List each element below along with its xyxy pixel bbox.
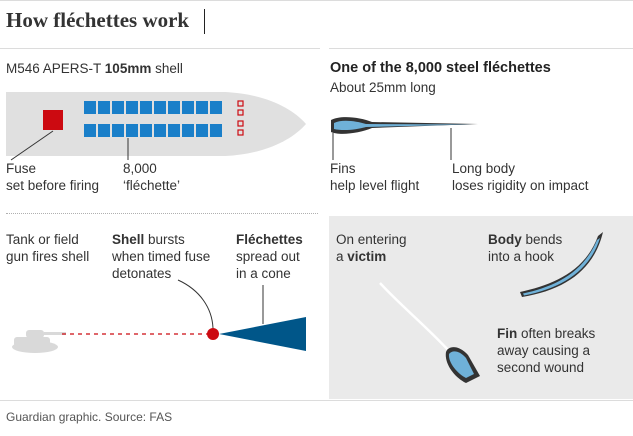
fin-breaks-label: Fin often breaks away causing a second w… [497, 326, 596, 375]
impact-panel [329, 216, 633, 399]
section-rule-right [329, 48, 633, 49]
shell-type-label: M546 APERS-T 105mm shell [6, 61, 183, 76]
body-bends-label: Body bends into a hook [488, 232, 563, 264]
shell-pointer [177, 279, 214, 329]
entering-victim-label: On entering a victim [336, 232, 407, 264]
footer-rule [0, 400, 633, 401]
burst-point [207, 328, 219, 340]
tank-icon [12, 330, 66, 353]
flechette-illustration [331, 117, 478, 134]
bent-flechette [520, 232, 603, 297]
wound-path [379, 282, 451, 353]
fuse-label: Fuse set before firing [6, 161, 100, 193]
broken-fin [445, 347, 480, 383]
nose-tracer-marks [237, 100, 244, 136]
step-fire-label: Tank or field gun fires shell [6, 232, 90, 264]
step-spread-label: Fléchettes spread out in a cone [236, 232, 303, 281]
flechette-heading: One of the 8,000 steel fléchettes [330, 60, 551, 76]
flechette-cells [84, 101, 222, 137]
step-burst-label: Shell bursts when timed fuse detonates [112, 232, 211, 281]
top-rule [0, 0, 633, 1]
fuse-marker [43, 110, 63, 130]
fuse-pointer [10, 130, 54, 161]
section-rule-left [0, 48, 320, 49]
flechette-cone [219, 317, 306, 351]
text-cursor [204, 9, 205, 34]
flechette-subheading: About 25mm long [330, 80, 436, 95]
page-title: How fléchettes work [6, 8, 190, 32]
section-separator [6, 213, 318, 214]
source-credit: Guardian graphic. Source: FAS [6, 410, 173, 424]
long-body-label: Long body loses rigidity on impact [452, 161, 589, 193]
flechette-count-label: 8,000 ‘fléchette’ [123, 161, 181, 193]
fins-label: Fins help level flight [330, 161, 420, 193]
